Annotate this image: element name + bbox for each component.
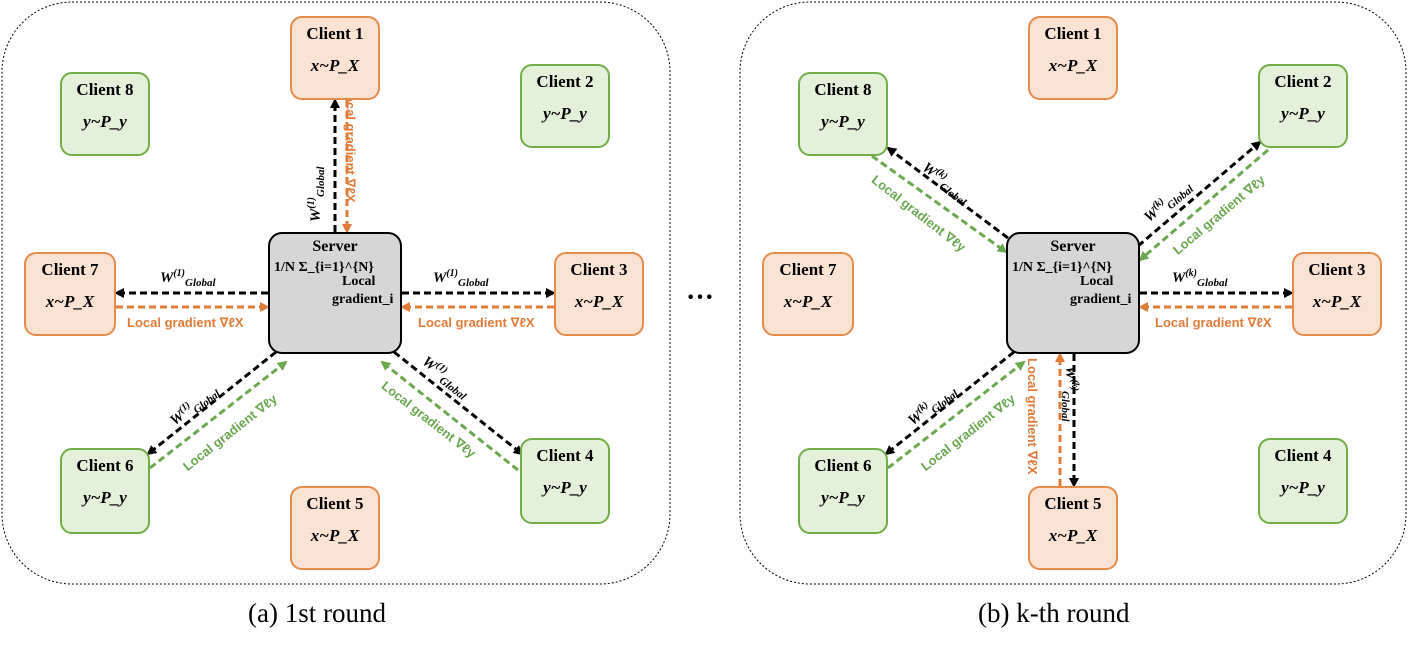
client-distribution: y~P_y (83, 488, 127, 507)
server-local-top: Local (342, 274, 376, 289)
weight-arrow (393, 350, 524, 456)
weight-arrow (886, 146, 1009, 240)
server-formula: 1/N Σ_{i=1}^{N} (1012, 260, 1112, 275)
server-box: Server 1/N Σ_{i=1}^{N}Local gradient_i (268, 232, 402, 354)
client-title: Client 4 (536, 446, 594, 465)
gradient-arrow (1138, 148, 1269, 262)
client-title: Client 8 (814, 80, 872, 99)
gradient-arrow (380, 360, 519, 472)
client-distribution: x~P_X (1048, 526, 1098, 545)
client-title: Client 2 (536, 72, 594, 91)
client-title: Client 8 (76, 80, 134, 99)
client-distribution: x~P_X (1048, 56, 1098, 75)
client-distribution: x~P_X (310, 526, 360, 545)
panel-frame (1, 1, 671, 585)
panel-caption: (a) 1st round (248, 598, 386, 628)
client-distribution: x~P_X (574, 292, 624, 311)
client-box-7: Client 7 x~P_X (24, 252, 116, 336)
weight-label: W(1)Global (306, 166, 327, 222)
weight-arrow (884, 350, 1015, 456)
client-distribution: y~P_y (543, 104, 587, 123)
client-box-1: Client 1 x~P_X (1028, 16, 1118, 100)
weight-label: W(k)Global (1172, 268, 1228, 289)
gradient-label: Local gradient ∇ℓX (1155, 315, 1272, 330)
panel-frame (739, 1, 1407, 585)
server-local-bottom: gradient_i (332, 292, 394, 307)
client-title: Client 4 (1274, 446, 1332, 465)
gradient-label: Local gradient ∇ℓX (127, 315, 244, 330)
server-local-bottom: gradient_i (1070, 292, 1132, 307)
client-distribution: y~P_y (821, 488, 865, 507)
client-title: Client 7 (41, 260, 99, 279)
server-local-top: Local (1080, 274, 1114, 289)
client-box-2: Client 2 y~P_y (1258, 64, 1348, 148)
ellipsis: ··· (686, 282, 715, 313)
client-box-5: Client 5 x~P_X (1028, 486, 1118, 570)
client-title: Client 3 (570, 260, 628, 279)
weight-label: W(k)Global (1059, 366, 1080, 422)
client-title: Client 6 (814, 456, 872, 475)
client-distribution: y~P_y (543, 478, 587, 497)
client-distribution: y~P_y (821, 112, 865, 131)
server-box: Server 1/N Σ_{i=1}^{N}Local gradient_i (1006, 232, 1140, 354)
gradient-arrow (149, 360, 288, 470)
weight-arrow (146, 350, 277, 456)
client-box-6: Client 6 y~P_y (798, 448, 888, 534)
client-box-3: Client 3 x~P_X (554, 252, 644, 336)
server-title: Server (1050, 238, 1096, 255)
gradient-arrow (887, 360, 1026, 470)
client-title: Client 1 (306, 24, 364, 43)
client-title: Client 1 (1044, 24, 1102, 43)
client-title: Client 5 (1044, 494, 1102, 513)
client-distribution: x~P_X (1312, 292, 1362, 311)
client-title: Client 3 (1308, 260, 1366, 279)
client-box-3: Client 3 x~P_X (1292, 252, 1382, 336)
client-box-2: Client 2 y~P_y (520, 64, 610, 148)
client-title: Client 6 (76, 456, 134, 475)
client-distribution: y~P_y (83, 112, 127, 131)
client-box-8: Client 8 y~P_y (60, 72, 150, 156)
client-box-8: Client 8 y~P_y (798, 72, 888, 156)
gradient-arrow (871, 154, 1008, 254)
client-distribution: x~P_X (783, 292, 833, 311)
client-box-4: Client 4 y~P_y (520, 438, 610, 524)
gradient-label: Local gradient ∇ℓX (343, 86, 358, 203)
server-formula: 1/N Σ_{i=1}^{N} (274, 260, 374, 275)
server-title: Server (312, 238, 358, 255)
gradient-label: Local gradient ∇ℓX (418, 315, 535, 330)
client-distribution: y~P_y (1281, 104, 1325, 123)
weight-arrow (1137, 140, 1262, 248)
panel-caption: (b) k-th round (978, 598, 1130, 628)
weight-label: W(1)Global (433, 268, 489, 289)
client-box-5: Client 5 x~P_X (290, 486, 380, 570)
client-box-7: Client 7 x~P_X (762, 252, 854, 336)
client-title: Client 5 (306, 494, 364, 513)
client-box-1: Client 1 x~P_X (290, 16, 380, 100)
client-distribution: y~P_y (1281, 478, 1325, 497)
client-distribution: x~P_X (310, 56, 360, 75)
client-title: Client 2 (1274, 72, 1332, 91)
client-distribution: x~P_X (45, 292, 95, 311)
gradient-label: Local gradient ∇ℓX (1025, 358, 1040, 475)
weight-label: W(1)Global (160, 268, 216, 289)
client-title: Client 7 (779, 260, 837, 279)
client-box-6: Client 6 y~P_y (60, 448, 150, 534)
client-box-4: Client 4 y~P_y (1258, 438, 1348, 524)
